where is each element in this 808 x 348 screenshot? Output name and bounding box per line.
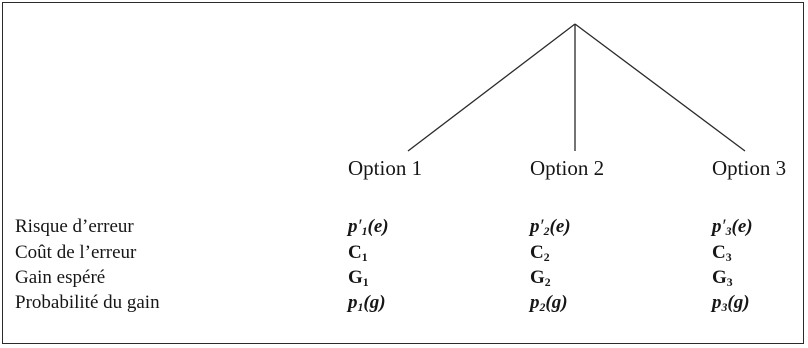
tree-branch-option-1 [407,23,576,152]
row-label-cost: Coût de l’erreur [15,242,137,263]
cell-cost-option-1: C1 [348,242,368,264]
cell-cost-option-3: C3 [712,242,732,264]
option-3-label: Option 3 [712,156,787,180]
row-label-probability: Probabilité du gain [15,292,160,313]
cell-risk-option-3: p′3(e) [712,216,753,238]
row-label-gain: Gain espéré [15,267,106,288]
cell-gain-option-1: G1 [348,267,369,289]
cell-gain-option-2: G2 [530,267,551,289]
cell-prob-option-2: p2(g) [530,292,568,314]
option-1-label: Option 1 [348,156,423,180]
cell-prob-option-1: p1(g) [348,292,386,314]
diagram-frame [2,2,804,344]
cell-prob-option-3: p3(g) [712,292,750,314]
row-label-risk: Risque d’erreur [15,216,134,237]
cell-risk-option-2: p′2(e) [530,216,571,238]
cell-gain-option-3: G3 [712,267,733,289]
tree-branch-option-3 [574,23,746,152]
cell-cost-option-2: C2 [530,242,550,264]
cell-risk-option-1: p′1(e) [348,216,389,238]
option-2-label: Option 2 [530,156,605,180]
